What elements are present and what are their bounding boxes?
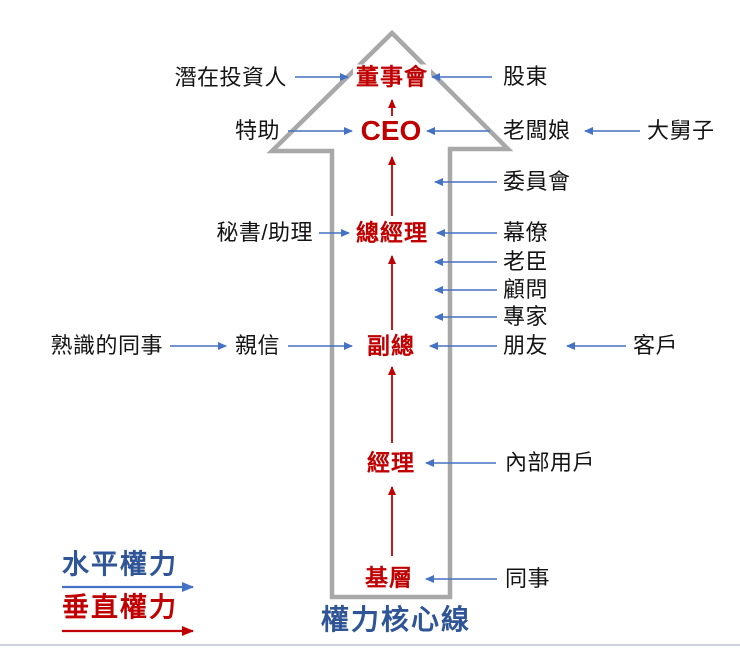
level-manager: 經理 xyxy=(364,450,418,476)
label-internal-user: 內部用戶 xyxy=(505,450,596,475)
label-boss-wife: 老闆娘 xyxy=(503,118,571,143)
level-vice-president: 副總 xyxy=(364,333,418,359)
label-client: 客戶 xyxy=(633,333,679,358)
level-base: 基層 xyxy=(362,565,416,591)
label-committee: 委員會 xyxy=(503,169,571,194)
legend-vertical-power-label: 垂直權力 xyxy=(62,592,178,623)
label-familiar-colleague: 熟識的同事 xyxy=(50,333,163,358)
label-expert: 專家 xyxy=(503,304,549,329)
label-staff-advisor: 幕僚 xyxy=(503,220,549,245)
horizontal-power-arrows xyxy=(170,73,640,583)
power-core-line-caption: 權力核心線 xyxy=(320,604,472,635)
label-colleague: 同事 xyxy=(505,566,551,591)
label-shareholder: 股東 xyxy=(503,64,549,89)
level-board: 董事會 xyxy=(353,64,431,90)
label-friend: 朋友 xyxy=(503,333,549,358)
legend-horizontal-power-label: 水平權力 xyxy=(62,549,178,580)
label-veteran: 老臣 xyxy=(503,249,549,274)
level-general-manager: 總經理 xyxy=(353,220,431,246)
bottom-divider-line xyxy=(0,644,740,646)
level-ceo: CEO xyxy=(357,116,425,146)
label-special-assistant: 特助 xyxy=(234,118,280,143)
label-potential-investor: 潛在投資人 xyxy=(174,65,287,90)
label-confidant: 親信 xyxy=(234,333,280,358)
power-core-arrow-shape xyxy=(266,29,514,600)
label-secretary-assistant: 秘書/助理 xyxy=(216,220,313,245)
label-consultant: 顧問 xyxy=(503,277,549,302)
label-brother-in-law: 大舅子 xyxy=(647,118,715,143)
